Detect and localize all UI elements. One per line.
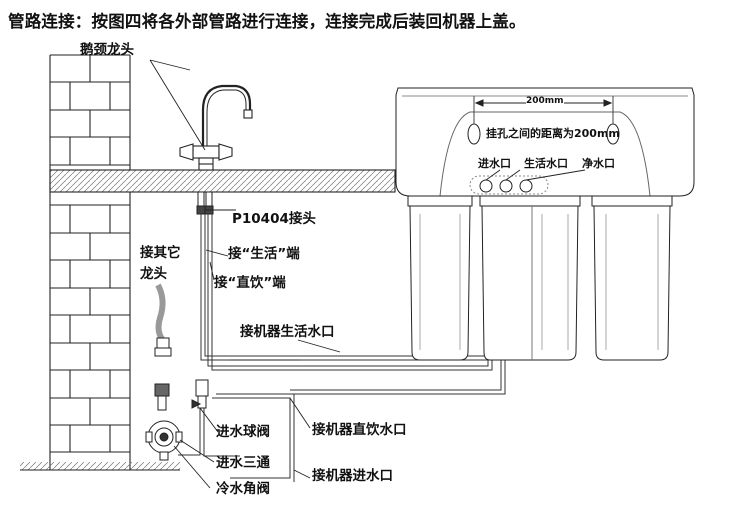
label-dimension: 200mm xyxy=(526,96,564,106)
p10404-fitting-drawing xyxy=(196,191,214,215)
label-port-inlet: 进水口 xyxy=(478,157,511,170)
other-faucet-hose-end xyxy=(154,337,172,357)
page-title: 管路连接：按图四将各外部管路进行连接，连接完成后装回机器上盖。 xyxy=(8,12,526,31)
label-inlet-ball-valve: 进水球阀 xyxy=(216,424,270,440)
label-connect-drinking: 接“直饮”端 xyxy=(214,275,286,291)
countertop xyxy=(49,169,396,193)
label-port-domestic: 生活水口 xyxy=(524,157,568,170)
label-hole-note: 挂孔之间的距离为200mm xyxy=(486,127,620,140)
brick-wall xyxy=(49,54,131,470)
label-p10404-fitting: P10404接头 xyxy=(232,211,316,227)
purifier-machine xyxy=(395,87,695,361)
label-machine-inlet: 接机器进水口 xyxy=(312,468,393,484)
label-inlet-tee: 进水三通 xyxy=(216,455,270,471)
inlet-tee-drawing xyxy=(145,420,183,461)
label-machine-domestic-outlet: 接机器生活水口 xyxy=(240,324,335,340)
label-other-faucet-line2: 龙头 xyxy=(140,266,167,282)
label-port-purified: 净水口 xyxy=(582,157,615,170)
label-connect-domestic: 接“生活”端 xyxy=(228,246,300,262)
gooseneck-faucet-drawing xyxy=(179,84,253,171)
label-machine-drinking-outlet: 接机器直饮水口 xyxy=(312,422,407,438)
leader-lines xyxy=(149,59,586,489)
floor xyxy=(20,462,180,471)
label-other-faucet-line1: 接其它 xyxy=(140,245,181,261)
label-cold-angle-valve: 冷水角阀 xyxy=(216,481,270,497)
inlet-ball-valve-drawing xyxy=(154,379,209,411)
label-gooseneck-faucet: 鹅颈龙头 xyxy=(80,42,134,58)
